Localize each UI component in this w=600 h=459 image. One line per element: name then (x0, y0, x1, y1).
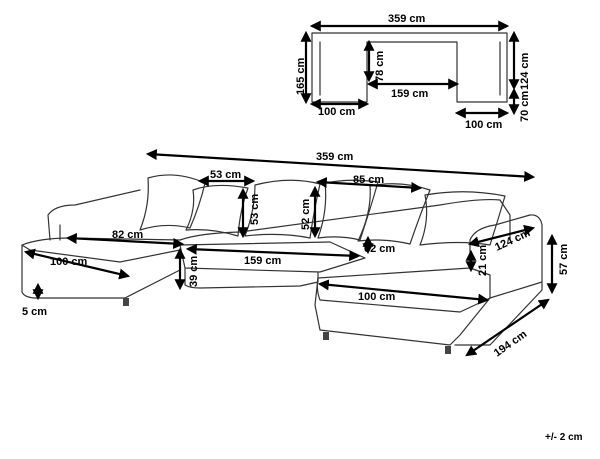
foot-2 (323, 332, 329, 340)
sofa-view: 359 cm 53 cm 85 cm 53 cm 52 cm 82 cm 100… (21, 149, 570, 359)
left-back (47, 189, 141, 241)
right-seat-depth-label: 62 cm (364, 243, 395, 255)
foot-3 (445, 346, 451, 354)
cushion-height-b-label: 52 cm (300, 199, 312, 230)
left-chaise (21, 244, 181, 299)
left-seat-depth-label: 82 cm (112, 229, 143, 241)
plan-right-depth-label: 124 cm (519, 52, 531, 90)
pillow-2 (185, 184, 249, 237)
plan-left-depth-label: 165 cm (295, 57, 307, 95)
left-chaise-width-label: 100 cm (50, 256, 88, 268)
seat-height-label: 39 cm (188, 256, 200, 287)
arm-height-label: 21 cm (477, 245, 489, 276)
cushion-width-a-label: 53 cm (210, 169, 241, 181)
plan-left-chaise-label: 100 cm (318, 106, 356, 118)
right-total-depth-label: 194 cm (492, 328, 530, 359)
cushion-height-a-label: 53 cm (249, 194, 261, 225)
plan-view: 359 cm 165 cm 78 cm 124 cm 159 cm 100 cm… (295, 13, 531, 131)
plan-inner-width-label: 159 cm (391, 88, 429, 100)
plan-right-chaise-label: 100 cm (465, 119, 503, 131)
right-chaise (314, 267, 491, 346)
middle-width-label: 159 cm (244, 255, 282, 267)
plan-inner-depth-label: 78 cm (374, 51, 386, 82)
plan-total-width-label: 359 cm (388, 13, 426, 25)
leg-height-label: 5 cm (22, 306, 47, 318)
right-back-depth-label: 124 cm (493, 227, 532, 254)
sofa-total-width-label: 359 cm (316, 151, 354, 163)
cushion-width-b-label: 85 cm (353, 174, 384, 186)
total-height-label: 57 cm (558, 244, 570, 275)
pillow-1 (139, 174, 206, 231)
right-chaise-width-label: 100 cm (358, 291, 396, 303)
plan-right-arm-label: 70 cm (519, 91, 531, 122)
tolerance-note: +/- 2 cm (545, 432, 583, 443)
foot-1 (123, 298, 129, 306)
